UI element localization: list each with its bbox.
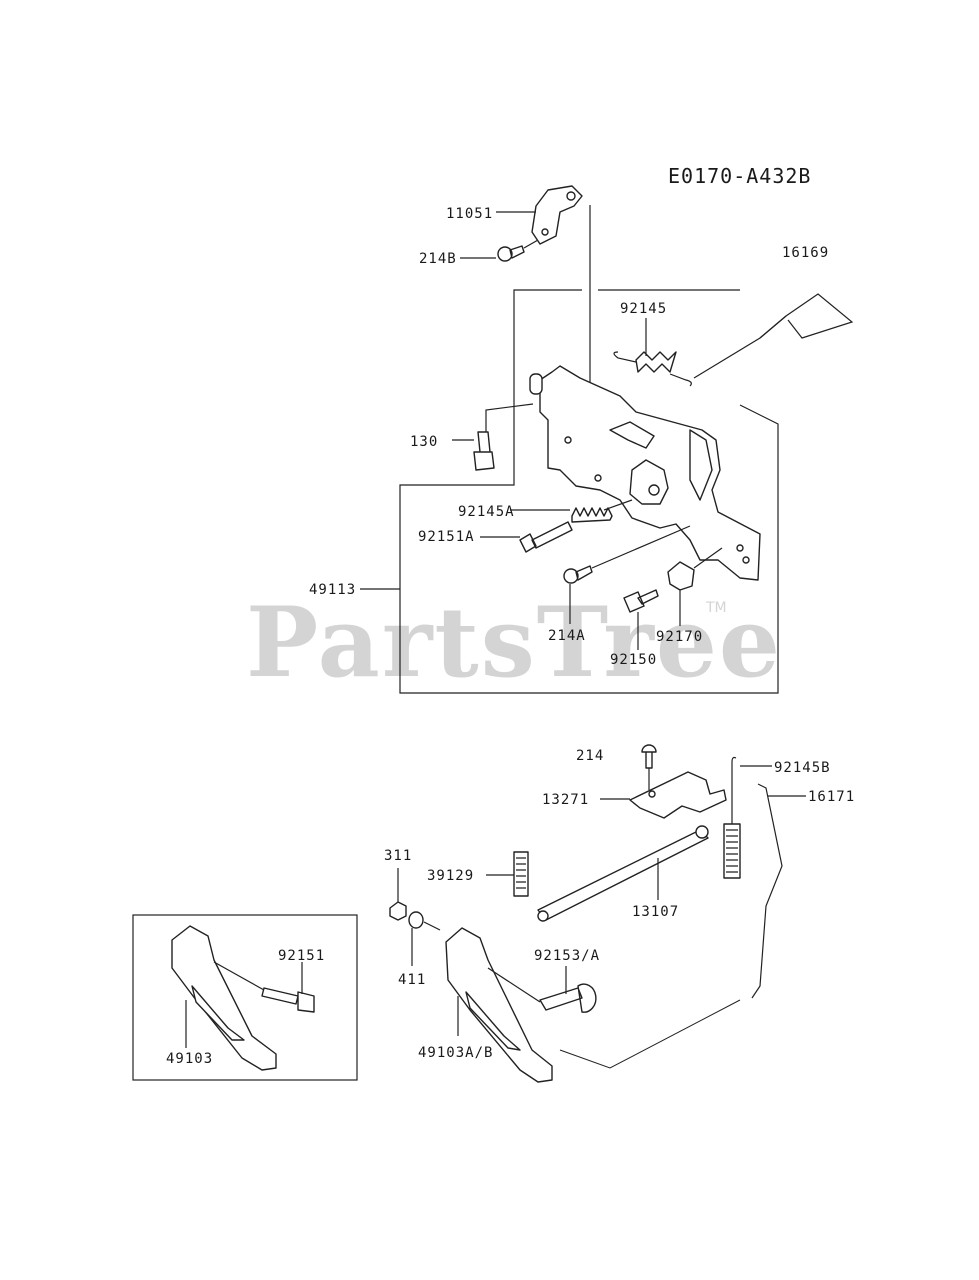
spring-39129 <box>513 851 529 897</box>
pivot <box>648 484 660 496</box>
spring-92145B <box>723 823 741 879</box>
pin-130 <box>529 373 543 395</box>
dash-92145A <box>603 499 633 511</box>
spring-92145 <box>635 351 677 373</box>
assembly-49113-outline <box>513 289 582 415</box>
plate-hole-3 <box>564 436 572 444</box>
part-label-16171: 16171 <box>808 789 855 805</box>
bracket-13271-hole <box>648 790 656 798</box>
bolt-92151 <box>261 987 315 1013</box>
plate-hole <box>736 544 744 552</box>
dash-214B <box>523 239 539 249</box>
nut-311 <box>389 901 407 921</box>
spring-92145B-hook <box>731 756 737 824</box>
part-label-130: 130 <box>410 434 438 450</box>
part-label-92170: 92170 <box>656 629 703 645</box>
part-label-13271: 13271 <box>542 792 589 808</box>
rod-bend <box>759 315 787 339</box>
part-label-16169: 16169 <box>782 245 829 261</box>
part-label-411: 411 <box>398 972 426 988</box>
part-label-92145B: 92145B <box>774 760 831 776</box>
shaft-end <box>695 825 709 839</box>
part-label-39129: 39129 <box>427 868 474 884</box>
spring-39129-coils <box>516 857 526 889</box>
spring-hook-left <box>613 351 637 363</box>
shaft-13107 <box>537 829 709 921</box>
part-label-214: 214 <box>576 748 604 764</box>
lever-49103AB <box>445 927 553 1083</box>
part-label-49113: 49113 <box>309 582 356 598</box>
watermark-trademark: TM <box>705 600 727 616</box>
spring-92145A <box>571 507 613 523</box>
inset-frame <box>132 914 358 1081</box>
dash-92153A <box>487 967 541 1003</box>
screw-214B <box>497 245 525 262</box>
rod-16171 <box>751 783 783 999</box>
part-label-92145: 92145 <box>620 301 667 317</box>
part-label-92145A: 92145A <box>458 504 515 520</box>
clip-92170 <box>667 561 695 591</box>
lower-assembly <box>389 744 806 1083</box>
plate-hole-4 <box>594 474 602 482</box>
lever-slot <box>609 421 655 449</box>
part-label-49103: 49103 <box>166 1051 213 1067</box>
rod-16169 <box>693 293 854 379</box>
side-flange <box>689 429 713 501</box>
part-label-13107: 13107 <box>632 904 679 920</box>
shaft-end-2 <box>537 910 549 922</box>
part-label-92151: 92151 <box>278 948 325 964</box>
watermark: PartsTree <box>246 586 782 699</box>
bracket-13271 <box>629 771 727 819</box>
bracket-hole-2 <box>541 228 549 236</box>
plate-hole-2 <box>742 556 750 564</box>
diagram-code: E0170-A432B <box>668 164 811 188</box>
spring-92145B-coils <box>726 829 738 873</box>
screw-92151A <box>519 521 573 553</box>
dash-214A <box>591 525 691 569</box>
dash-rod-link <box>559 999 741 1069</box>
dash-92170 <box>693 547 723 569</box>
screw-214A <box>563 565 593 584</box>
bolt-92153A <box>539 983 597 1013</box>
assembly-box <box>399 404 779 694</box>
dash-411 <box>423 921 441 931</box>
bolt-92150 <box>623 589 659 613</box>
spring-hook-right <box>669 373 692 387</box>
washer-411 <box>408 911 424 929</box>
inset-box <box>132 914 358 1081</box>
lever-49103-slot <box>191 985 245 1041</box>
dash-92151 <box>213 961 265 991</box>
lever-49103 <box>171 925 277 1071</box>
screw-214 <box>641 744 657 769</box>
part-label-49103AB: 49103A/B <box>418 1045 493 1061</box>
part-label-92150: 92150 <box>610 652 657 668</box>
bolt-130 <box>473 431 495 471</box>
upper-assembly <box>360 185 854 694</box>
part-label-92151A: 92151A <box>418 529 475 545</box>
part-label-11051: 11051 <box>446 206 493 222</box>
bracket-hole <box>566 191 576 201</box>
part-label-214B: 214B <box>419 251 457 267</box>
part-label-311: 311 <box>384 848 412 864</box>
lever-slot <box>465 991 521 1051</box>
part-label-214A: 214A <box>548 628 586 644</box>
leader-130-top <box>485 403 534 432</box>
part-label-92153A: 92153/A <box>534 948 600 964</box>
